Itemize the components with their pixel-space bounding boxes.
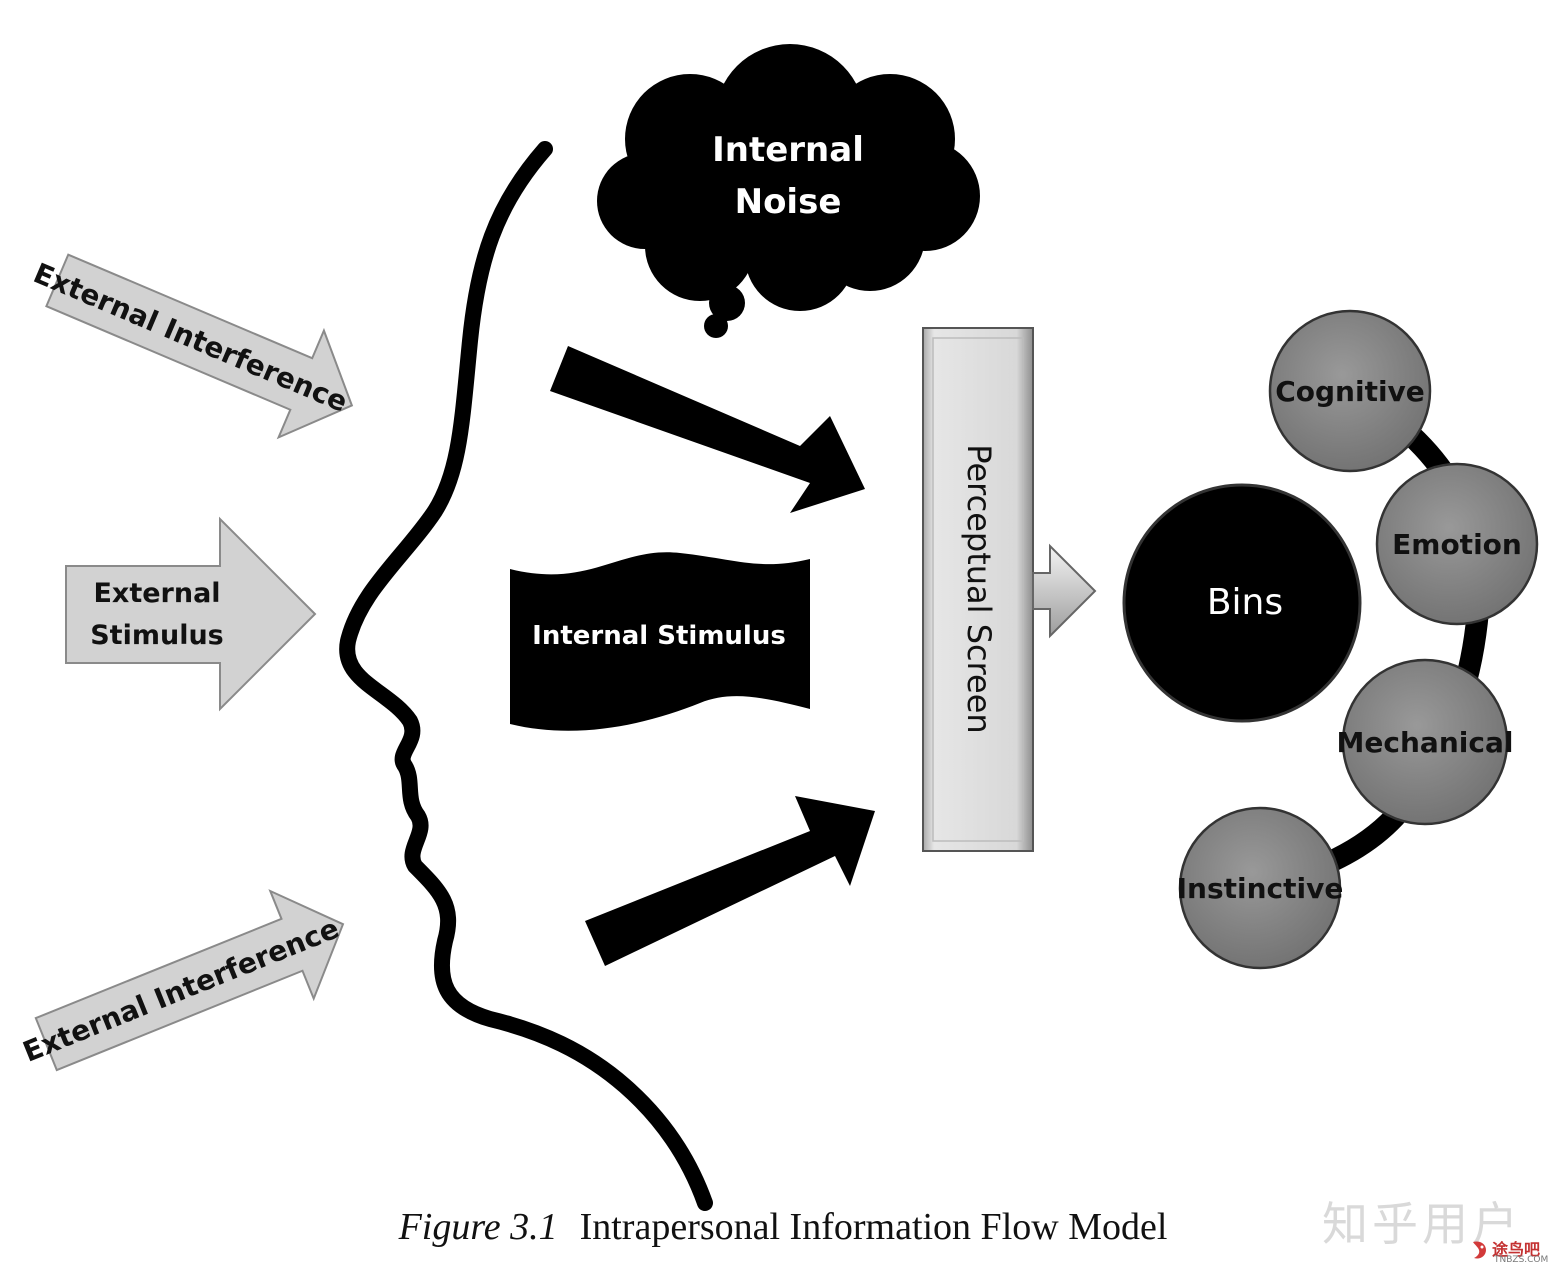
- external-interference-bottom-arrow: External Interference: [18, 889, 345, 1072]
- site-watermark: 途鸟吧 TNBZS.COM: [1470, 1236, 1560, 1268]
- bin-category-mechanical: Mechanical: [1337, 658, 1514, 826]
- external-stimulus-line2: Stimulus: [90, 620, 224, 651]
- site-name: 途鸟吧: [1492, 1240, 1541, 1259]
- bin-category-cognitive: Cognitive: [1268, 309, 1432, 473]
- platform-watermark: 知乎用户: [1322, 1197, 1522, 1251]
- bins-circle: Bins: [1122, 483, 1362, 723]
- cognitive-label: Cognitive: [1275, 375, 1425, 408]
- bin-category-emotion: Emotion: [1375, 462, 1539, 626]
- external-interference-top-label: External Interference: [29, 256, 353, 418]
- external-interference-bottom-label: External Interference: [18, 912, 343, 1069]
- site-domain: TNBZS.COM: [1494, 1255, 1549, 1265]
- perceptual-screen: Perceptual Screen: [922, 327, 1034, 852]
- external-stimulus-line1: External: [93, 578, 220, 609]
- internal-stimulus-label: Internal Stimulus: [532, 621, 786, 651]
- internal-noise-line1: Internal: [712, 130, 864, 170]
- internal-stimulus-banner: Internal Stimulus: [510, 552, 810, 731]
- bird-logo-icon: [1473, 1241, 1486, 1259]
- bins-label: Bins: [1207, 582, 1283, 623]
- external-interference-top-arrow: External Interference: [29, 253, 354, 440]
- emotion-label: Emotion: [1392, 528, 1522, 561]
- black-arrow-bottom: [585, 796, 875, 966]
- internal-noise-line2: Noise: [735, 182, 842, 222]
- screen-to-bins-arrow: [1032, 543, 1097, 639]
- figure-title: Intrapersonal Information Flow Model: [579, 1206, 1168, 1248]
- instinctive-label: Instinctive: [1177, 872, 1344, 905]
- face-profile-outline: [339, 141, 713, 1211]
- perceptual-screen-label: Perceptual Screen: [960, 444, 998, 733]
- bin-category-instinctive: Instinctive: [1177, 806, 1344, 970]
- figure-label: Figure 3.1: [398, 1206, 558, 1248]
- figure-caption: Figure 3.1 Intrapersonal Information Flow…: [0, 1205, 1566, 1249]
- black-arrow-top: [550, 346, 865, 513]
- mechanical-label: Mechanical: [1337, 726, 1514, 759]
